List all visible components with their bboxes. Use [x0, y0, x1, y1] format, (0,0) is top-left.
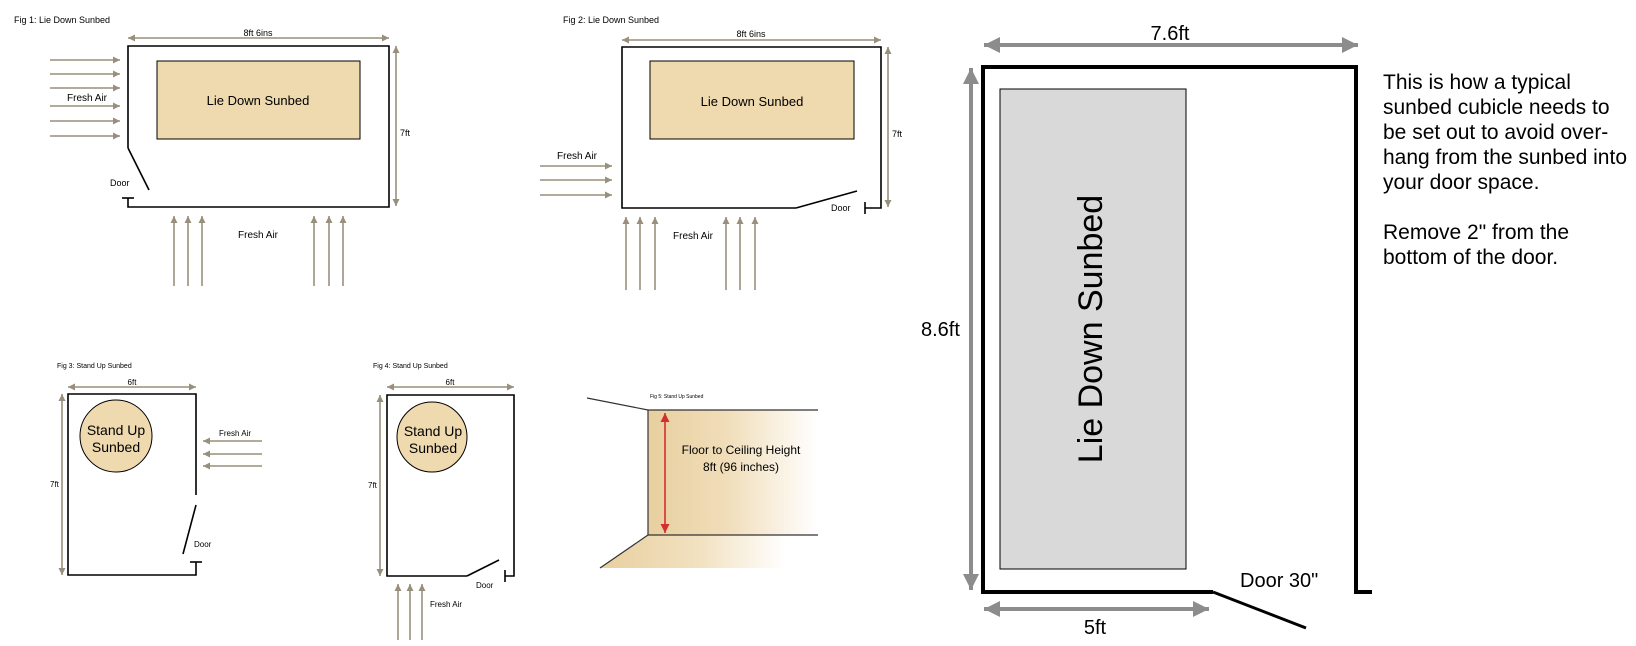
fig4-bottom-air-arrows	[394, 584, 426, 640]
fig2-bottom-air-label: Fresh Air	[673, 231, 714, 242]
note-paragraph-1: This is how a typical sunbed cubicle nee…	[1383, 71, 1628, 194]
plan-door	[1212, 590, 1307, 630]
fig1-lie-down-sunbed: Fig 1: Lie Down Sunbed 8ft 6ins 7ft Door…	[14, 15, 411, 286]
fig1-door-label: Door	[110, 178, 130, 188]
fig3-title: Fig 3: Stand Up Sunbed	[57, 363, 132, 370]
fig3-side-air-arrows	[203, 437, 262, 470]
fig2-side-air-label: Fresh Air	[557, 151, 598, 162]
fig5-line1: Floor to Ceiling Height	[682, 443, 801, 457]
large-floor-plan: 7.6ft 8.6ft Door 30" Lie Down Sunbed 5ft	[921, 23, 1372, 639]
fig2-bottom-air-arrows	[622, 217, 759, 290]
fig2-door	[795, 190, 858, 209]
fig2-lie-down-sunbed: Fig 2: Lie Down Sunbed 8ft 6ins 7ft Door…	[540, 15, 903, 290]
fig1-side-air-arrows	[50, 56, 120, 140]
fig1-room-outline	[127, 45, 390, 208]
fig2-title: Fig 2: Lie Down Sunbed	[563, 15, 659, 25]
fig2-room-outline	[621, 46, 882, 209]
fig3-stand-up-sunbed: Fig 3: Stand Up Sunbed 6ft 7ft Door Stan…	[50, 363, 262, 576]
fig4-sunbed	[396, 401, 468, 473]
fig4-title: Fig 4: Stand Up Sunbed	[373, 363, 448, 370]
fig2-depth-label: 7ft	[892, 129, 903, 139]
fig1-depth-label: 7ft	[400, 128, 411, 138]
fig5-wall-shading	[648, 410, 818, 535]
fig3-air-label: Fresh Air	[219, 429, 251, 438]
fig5-floor-left-edge	[599, 534, 649, 569]
fig1-title: Fig 1: Lie Down Sunbed	[14, 15, 110, 25]
fig3-door-label: Door	[194, 540, 212, 549]
fig5-ceiling-left-edge	[586, 397, 649, 411]
fig2-door-label: Door	[831, 203, 851, 213]
fig4-stand-up-sunbed: Fig 4: Stand Up Sunbed 6ft 7ft Door Stan…	[368, 363, 515, 640]
plan-room-outline	[981, 65, 1372, 594]
fig3-room-outline	[67, 393, 197, 576]
fig2-width-label: 8ft 6ins	[736, 29, 766, 39]
plan-sunbed-label: Lie Down Sunbed	[1072, 195, 1110, 463]
fig2-sunbed	[649, 60, 855, 140]
plan-door-label: Door 30"	[1240, 570, 1318, 592]
plan-width-label: 7.6ft	[1151, 23, 1190, 45]
fig5-title: Fig 5: Stand Up Sunbed	[650, 394, 704, 400]
fig5-line2: 8ft (96 inches)	[703, 460, 779, 474]
fig2-sunbed-label: Lie Down Sunbed	[701, 94, 804, 109]
fig4-sunbed-label-line2: Sunbed	[409, 440, 457, 456]
fig5-ceiling-height: Fig 5: Stand Up Sunbed Floor to Ceiling …	[586, 394, 818, 569]
fig1-width-label: 8ft 6ins	[243, 28, 273, 38]
fig1-bottom-air-label: Fresh Air	[238, 230, 279, 241]
fig3-sunbed	[79, 399, 153, 473]
fig4-door-label: Door	[476, 581, 494, 590]
fig5-floor-shading	[600, 535, 785, 568]
fig4-room-outline	[386, 394, 515, 577]
fig3-sunbed-label-line2: Sunbed	[92, 439, 140, 455]
plan-bottom-label: 5ft	[1084, 617, 1107, 639]
fig4-sunbed-label-line1: Stand Up	[404, 423, 463, 439]
plan-depth-label: 8.6ft	[921, 319, 960, 341]
fig4-door	[466, 559, 500, 577]
explanation-note: This is how a typical sunbed cubicle nee…	[1383, 70, 1633, 295]
fig3-sunbed-label-line1: Stand Up	[87, 422, 146, 438]
fig4-width-label: 6ft	[446, 378, 456, 387]
fig1-sunbed	[156, 60, 361, 140]
fig1-sunbed-label: Lie Down Sunbed	[207, 93, 310, 108]
fig2-side-air-arrows	[540, 162, 612, 199]
fig3-door	[182, 504, 197, 555]
note-paragraph-2: Remove 2" from the bottom of the door.	[1383, 221, 1570, 269]
fig3-depth-label: 7ft	[50, 480, 60, 489]
fig1-bottom-air-arrows	[170, 216, 347, 286]
fig3-width-label: 6ft	[128, 378, 138, 387]
plan-sunbed	[999, 88, 1187, 570]
fig1-side-air-label: Fresh Air	[67, 93, 108, 104]
fig4-air-label: Fresh Air	[430, 600, 462, 609]
fig1-door	[127, 147, 150, 191]
fig4-depth-label: 7ft	[368, 481, 378, 490]
